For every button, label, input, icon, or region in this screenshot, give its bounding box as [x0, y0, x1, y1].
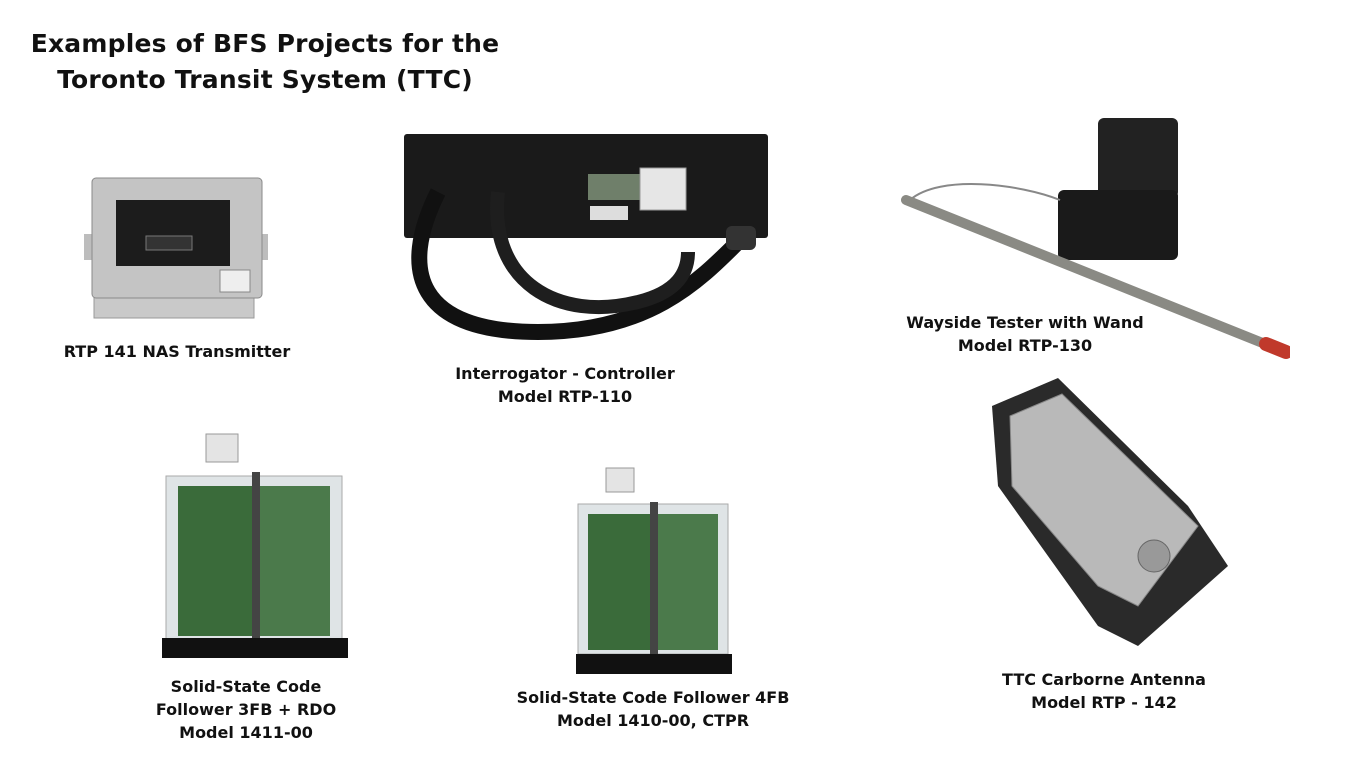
- product-caption-interrogator-controller: Interrogator - Controller Model RTP-110: [455, 364, 675, 406]
- product-caption-code-follower-3fb: Solid-State Code Follower 3FB + RDO Mode…: [155, 677, 337, 742]
- product-caption-nas-transmitter: RTP 141 NAS Transmitter: [63, 342, 291, 361]
- title-line-2: Toronto Transit System (TTC): [57, 65, 473, 94]
- product-caption-wayside-tester: Wayside Tester with Wand Model RTP-130: [906, 313, 1144, 355]
- code-follower-3fb-photo: [162, 433, 348, 658]
- product-caption-code-follower-4fb: Solid-State Code Follower 4FB Model 1410…: [516, 688, 790, 730]
- page-title: Examples of BFS Projects for the Toronto…: [30, 26, 500, 98]
- nas-transmitter-photo: [84, 177, 268, 319]
- code-follower-4fb-photo: [576, 467, 732, 674]
- wayside-tester-photo: [901, 118, 1290, 359]
- product-caption-carborne-antenna: TTC Carborne Antenna Model RTP - 142: [1002, 670, 1206, 712]
- title-line-1: Examples of BFS Projects for the: [30, 29, 500, 58]
- interrogator-controller-photo: [404, 134, 768, 341]
- carborne-antenna-photo: [992, 378, 1228, 646]
